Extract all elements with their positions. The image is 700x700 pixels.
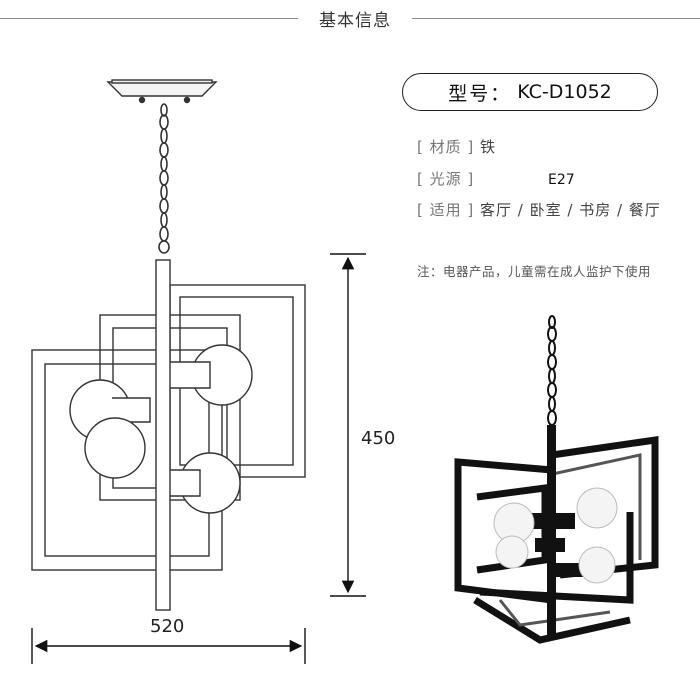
model-badge: 型号： KC-D1052 — [402, 73, 658, 111]
safety-note: 注：电器产品，儿童需在成人监护下使用 — [417, 264, 652, 279]
model-label: 型号： — [448, 82, 512, 105]
section-title: 基本信息 — [319, 11, 391, 31]
spec-usage-label: [ 适用 ] — [417, 201, 475, 219]
spec-light-source-value: E27 — [548, 172, 575, 188]
spec-light-source: [ 光源 ] — [417, 168, 474, 189]
height-dimension — [330, 253, 366, 597]
spec-material-label: [ 材质 ] — [417, 138, 475, 156]
line-drawing-lamp — [31, 79, 306, 611]
header-line-left — [0, 18, 298, 19]
spec-light-source-label: [ 光源 ] — [417, 170, 475, 188]
height-label: 450 — [361, 428, 396, 449]
header-line-right — [412, 18, 700, 19]
spec-usage-value: 客厅 / 卧室 / 书房 / 餐厅 — [480, 201, 661, 219]
spec-material: [ 材质 ] 铁 — [417, 136, 496, 157]
spec-usage: [ 适用 ] 客厅 / 卧室 / 书房 / 餐厅 — [417, 199, 661, 220]
width-label: 520 — [150, 616, 185, 637]
product-photo-lamp — [454, 315, 659, 644]
model-number: KC-D1052 — [517, 81, 612, 103]
width-dimension — [31, 628, 306, 664]
spec-material-value: 铁 — [480, 138, 497, 156]
